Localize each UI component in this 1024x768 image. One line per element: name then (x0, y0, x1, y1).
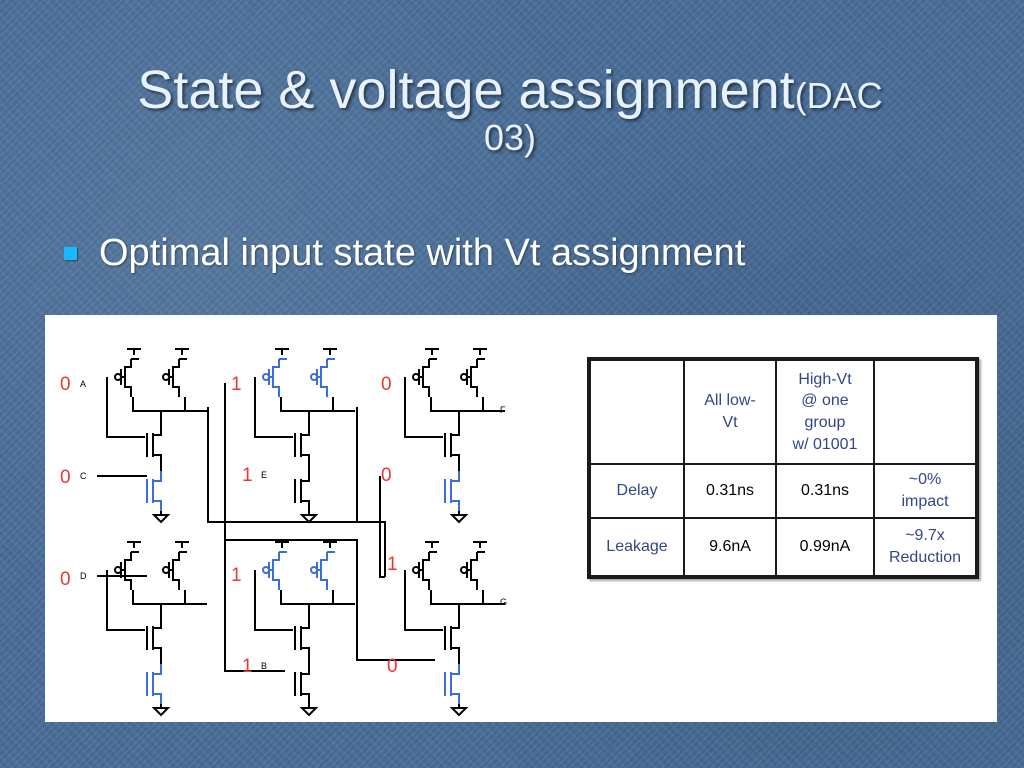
vdd-rail (425, 541, 439, 548)
vdd-rail (127, 348, 141, 355)
header-all-low-vt: All low- Vt (683, 358, 777, 465)
row-value-high: 0.31ns (775, 463, 875, 519)
output-node-wire (430, 397, 484, 412)
input-label-e: E (261, 470, 267, 480)
input-label-a: A (80, 379, 86, 389)
ground-icon (449, 704, 469, 717)
vdd-rail (323, 348, 337, 355)
nmos-transistor-2-b (444, 471, 460, 511)
nmos-transistor-3-b (146, 664, 162, 704)
bullet-item: Optimal input state with Vt assignment (64, 232, 745, 275)
state-internal-5: 1 (387, 554, 398, 575)
output-node-wire (280, 397, 334, 412)
gate-wire (254, 570, 293, 631)
ground-icon (299, 704, 319, 717)
pmos-transistor-2-a (412, 358, 437, 397)
nmos-transistor-0-b (146, 471, 162, 511)
gate-wire (106, 377, 145, 438)
output-label-g: G (500, 597, 507, 607)
row-label: Delay (588, 463, 685, 519)
state-internal-3: 0 (381, 465, 392, 486)
output-label-f: F (500, 405, 506, 415)
state-input-e: 1 (242, 465, 253, 486)
gate-wire (404, 570, 443, 631)
slide-title: State & voltage assignment(DAC 03) (60, 62, 960, 156)
header-blank-cell (588, 358, 685, 465)
state-input-d: 0 (60, 569, 71, 590)
vdd-rail (425, 348, 439, 355)
circuit-diagram: 0 A 0 C 0 D 1 E 1 B 1 0 0 1 1 0 F G (60, 348, 507, 717)
state-internal-6: 0 (387, 656, 398, 677)
row-label: Leakage (588, 517, 685, 578)
nmos-transistor-4-b (294, 664, 310, 704)
vdd-rail (275, 348, 289, 355)
table-row: Leakage 9.6nA 0.99nA ~9.7x Reduction (588, 517, 978, 578)
title-suffix-2: 03) (483, 116, 537, 158)
pmos-transistor-0-a (114, 358, 139, 397)
bullet-text: Optimal input state with Vt assignment (99, 232, 746, 274)
state-internal-2: 0 (381, 374, 392, 395)
state-internal-1: 1 (231, 374, 242, 395)
row-impact: ~0% impact (873, 463, 978, 519)
bullet-square-icon (64, 247, 77, 260)
pmos-transistor-1-a (262, 358, 287, 397)
nmos-transistor-3-a (146, 618, 162, 658)
row-value-low: 9.6nA (683, 517, 777, 578)
interconnect-wires (97, 383, 435, 672)
vdd-rail (127, 541, 141, 548)
vdd-rail (473, 541, 487, 548)
row-value-low: 0.31ns (683, 463, 777, 519)
output-node-wire (132, 590, 186, 605)
gate-wire (106, 570, 145, 631)
vdd-rail (175, 541, 189, 548)
input-label-d: D (80, 571, 87, 581)
pmos-transistor-5-b (460, 551, 485, 590)
ground-icon (449, 511, 469, 524)
table-row: Delay 0.31ns 0.31ns ~0% impact (588, 463, 978, 519)
header-blank-cell-2 (873, 358, 978, 465)
input-label-b: B (261, 661, 267, 671)
state-input-c: 0 (60, 467, 71, 488)
ground-icon (151, 704, 171, 717)
gate-wire (254, 377, 293, 438)
state-internal-4: 1 (231, 565, 242, 586)
input-label-c: C (80, 471, 87, 481)
vdd-rail (473, 348, 487, 355)
pmos-transistor-0-b (162, 358, 187, 397)
title-suffix-1: (DAC (794, 75, 883, 116)
vdd-rail (275, 541, 289, 548)
output-node-wire (430, 590, 484, 605)
nmos-transistor-0-a (146, 425, 162, 465)
nmos-transistor-5-b (444, 664, 460, 704)
state-input-b: 1 (242, 656, 253, 677)
row-value-high: 0.99nA (775, 517, 875, 578)
output-node-wire (132, 397, 186, 412)
header-high-vt: High-Vt @ one group w/ 01001 (775, 358, 875, 465)
ground-icon (151, 511, 171, 524)
nmos-transistor-5-a (444, 618, 460, 658)
row-impact: ~9.7x Reduction (873, 517, 978, 578)
nmos-transistor-2-a (444, 425, 460, 465)
pmos-transistor-2-b (460, 358, 485, 397)
title-main: State & voltage assignment (137, 60, 795, 120)
nmos-transistor-1-a (294, 425, 310, 465)
vdd-rail (323, 541, 337, 548)
vdd-rail (175, 348, 189, 355)
pmos-transistor-3-b (162, 551, 187, 590)
pmos-transistor-3-a (114, 551, 139, 590)
state-input-a: 0 (60, 374, 71, 395)
output-node-wire (280, 590, 334, 605)
figure-panel: 0 A 0 C 0 D 1 E 1 B 1 0 0 1 1 0 F G All … (45, 315, 997, 722)
pmos-transistor-5-a (412, 551, 437, 590)
pmos-transistor-4-a (262, 551, 287, 590)
nmos-transistor-1-b (294, 471, 310, 511)
table-header-row: All low- Vt High-Vt @ one group w/ 01001 (588, 358, 978, 465)
ground-icon (299, 511, 319, 524)
nmos-transistor-4-a (294, 618, 310, 658)
pmos-transistor-4-b (310, 551, 335, 590)
pmos-transistor-1-b (310, 358, 335, 397)
results-table: All low- Vt High-Vt @ one group w/ 01001… (587, 357, 979, 579)
gate-wire (404, 377, 443, 438)
